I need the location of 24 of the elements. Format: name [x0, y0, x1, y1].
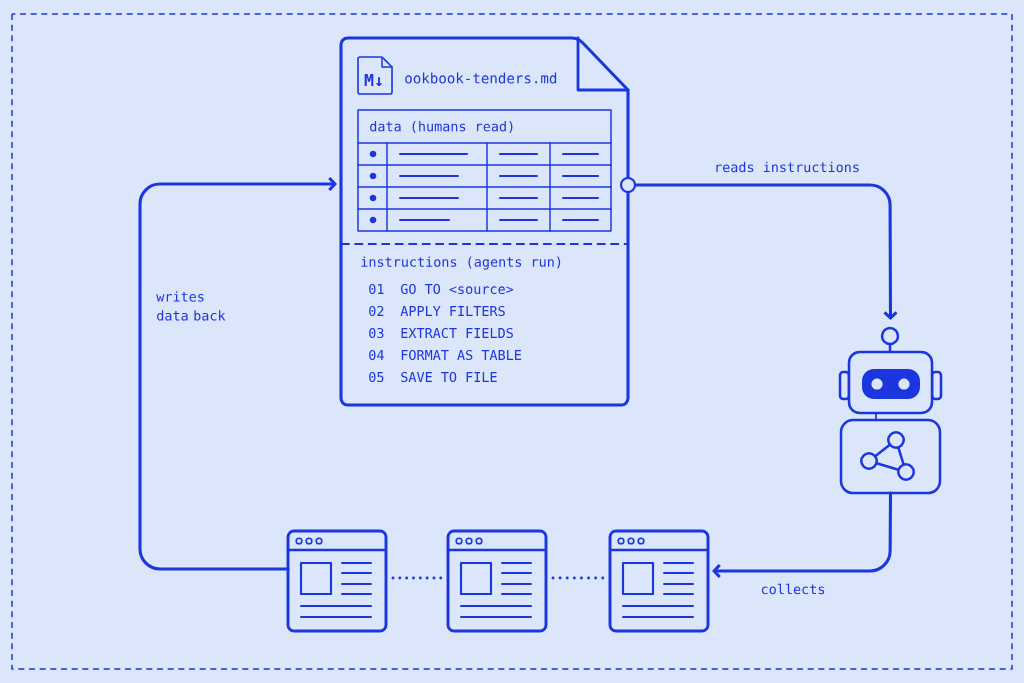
step-number: 05 [369, 371, 384, 383]
step-number: 03 [369, 327, 384, 339]
arrow [138, 176, 337, 571]
arrow [619, 176, 898, 320]
step-number: 04 [369, 349, 384, 361]
edge-label: reads instructions [716, 161, 859, 173]
step-number: 02 [369, 305, 384, 317]
browser-window [286, 529, 388, 633]
section-heading: instructions (agents run) [361, 256, 561, 270]
browser-window [446, 529, 548, 633]
dotted-connector [551, 576, 605, 580]
step-text: SAVE TO FILE [401, 371, 497, 383]
step-text: EXTRACT FIELDS [401, 327, 513, 339]
dotted-connector [391, 576, 443, 580]
arrow [712, 491, 893, 579]
step-number: 01 [369, 283, 384, 295]
edge-label: writes data back [156, 291, 226, 321]
file-name: ookbook-tenders.md [405, 72, 557, 84]
step-text: FORMAT AS TABLE [401, 349, 522, 361]
table-heading: data (humans read) [370, 121, 513, 133]
step-text: APPLY FILTERS [400, 305, 505, 317]
step-text: GO TO <source> [400, 283, 514, 295]
edge-label: collects [761, 583, 825, 595]
browser-window [608, 529, 710, 633]
